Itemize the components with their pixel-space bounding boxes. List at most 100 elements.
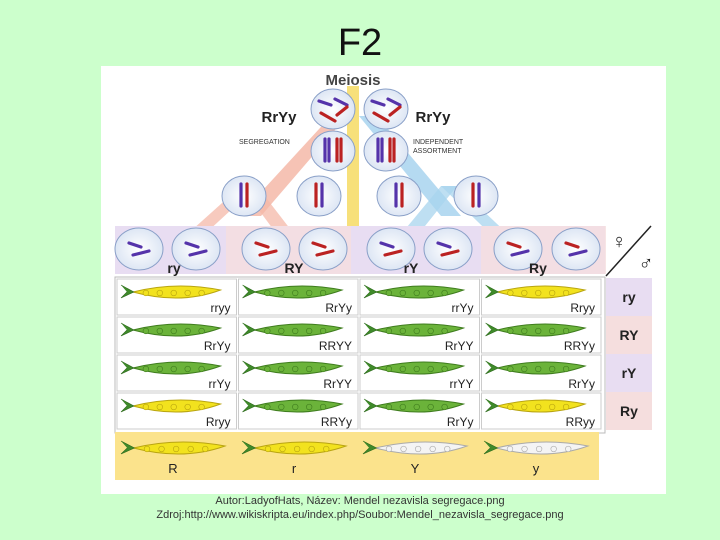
pea-pod (120, 440, 227, 455)
pea (521, 365, 528, 373)
chromosome (258, 249, 278, 257)
punnett-cell: RrYy (481, 354, 602, 392)
caption-author: Autor:LadyofHats, Název: Mendel nezavisl… (215, 495, 505, 507)
pea (198, 365, 205, 373)
cell (171, 227, 221, 271)
genotype-label: RrYY (445, 339, 474, 353)
pea (427, 403, 434, 411)
chromosome (335, 105, 349, 117)
pod-stem (485, 360, 500, 375)
genotype-label: RrYY (323, 377, 352, 391)
pea (142, 365, 149, 373)
pea-pod (120, 360, 223, 375)
pod-stem (485, 322, 500, 337)
male-symbol: ♂ (639, 253, 654, 275)
genotype-label: RrYy (447, 415, 474, 429)
pod-stem (362, 440, 378, 455)
pea (441, 289, 448, 297)
pea (278, 289, 285, 297)
pea (306, 289, 313, 297)
pea (156, 403, 163, 411)
pea (264, 289, 271, 297)
cell (310, 130, 356, 172)
cell (453, 175, 499, 217)
pea-pod (362, 440, 469, 455)
chromosome (317, 99, 333, 107)
punnett-cell: rrYy (359, 278, 480, 316)
pea (521, 327, 528, 335)
pea (441, 403, 448, 411)
cell (363, 88, 409, 130)
allele-item: Y (362, 440, 469, 476)
pea (278, 403, 285, 411)
pea (521, 289, 528, 297)
pod-stem (483, 440, 499, 455)
pea (184, 327, 191, 335)
genotype-label: RRYY (319, 339, 352, 353)
genotype-label: RrYy (325, 301, 352, 315)
pea (202, 445, 209, 453)
gamete-label: ry (167, 260, 180, 276)
pod-stem (485, 284, 500, 299)
pea (156, 289, 163, 297)
allele-label: Y (411, 461, 420, 476)
row-headers: ry RY rY Ry (606, 278, 652, 430)
gamete-labels: ry RY rY Ry (167, 260, 547, 276)
chromosome (510, 249, 530, 257)
genotype-label: RRYy (564, 339, 595, 353)
sex-divider-line (605, 225, 652, 277)
gamete-label: Ry (529, 260, 547, 276)
genotype-label: RrYy (568, 377, 595, 391)
pea (279, 445, 286, 453)
pea (264, 403, 271, 411)
cell (310, 88, 356, 130)
pea (198, 327, 205, 335)
pea (399, 289, 406, 297)
pea (385, 445, 393, 453)
pea (535, 365, 542, 373)
chromosome (388, 105, 402, 117)
pea (413, 327, 420, 335)
pod-stem (363, 360, 378, 375)
pea (441, 365, 448, 373)
allele-label: r (292, 461, 297, 476)
pea (550, 445, 557, 453)
gamete-label: RY (285, 260, 305, 276)
pea (184, 403, 191, 411)
pea (565, 445, 572, 453)
pea (549, 327, 556, 335)
parent-genotype-right: RrYy (415, 109, 451, 126)
chromosome (436, 241, 452, 249)
pea (413, 365, 420, 373)
pea (292, 327, 299, 335)
genotype-label: Rryy (206, 415, 231, 429)
punnett-cell: RRYY (238, 316, 359, 354)
pea (156, 365, 163, 373)
pod-stem (242, 322, 257, 337)
pea (308, 445, 315, 453)
pea (306, 327, 313, 335)
pea (278, 327, 285, 335)
cell (551, 227, 601, 271)
allele-label: y (533, 461, 540, 476)
punnett-cell: Rryy (481, 278, 602, 316)
row-header: Ry (620, 403, 638, 419)
punnett-cell: RrYY (359, 316, 480, 354)
slide-title: F2 (337, 22, 383, 64)
pea (399, 365, 406, 373)
row-header: RY (620, 327, 640, 343)
pea (264, 327, 271, 335)
pea (142, 403, 149, 411)
pea (294, 445, 301, 453)
genotype-label: rrYy (209, 377, 231, 391)
allele-item: y (483, 440, 590, 476)
pea (549, 365, 556, 373)
pea (521, 403, 528, 411)
allele-item: r (241, 440, 348, 476)
pea (444, 445, 451, 453)
chromosome (568, 249, 588, 257)
female-symbol: ♀ (612, 231, 627, 253)
segregation-label: SEGREGATION (239, 139, 290, 146)
